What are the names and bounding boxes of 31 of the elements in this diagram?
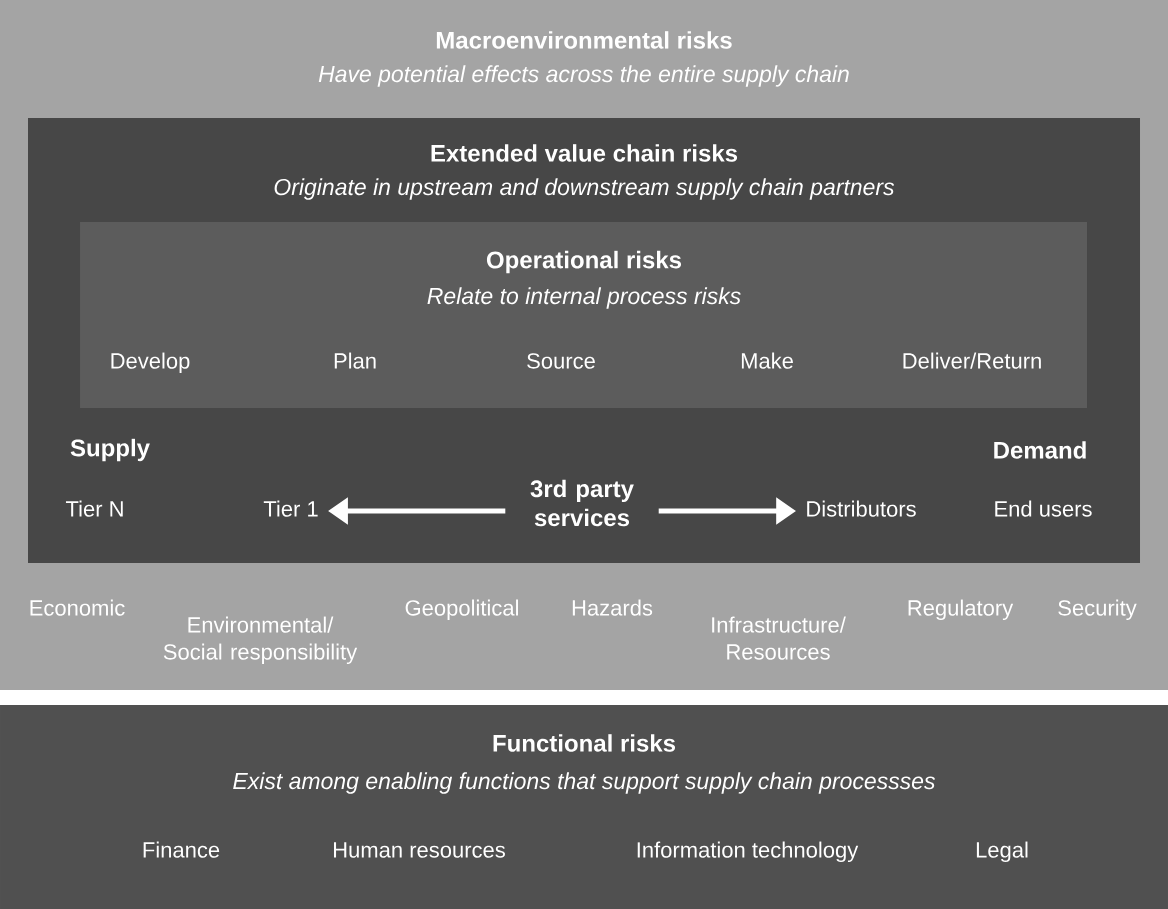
band-heading: Macroenvironmental risks (436, 31, 732, 49)
text-label: Make (741, 352, 793, 369)
text-label: Demand (994, 441, 1086, 459)
text-label: Finance (143, 841, 220, 858)
text-label: Geopolitical (405, 599, 518, 621)
band-subtitle: Originate in upstream and downstream supply chain partners (274, 178, 895, 200)
text-label: Regulatory (908, 599, 1014, 621)
text-label: Hazards (572, 599, 653, 616)
text-label: Security (1058, 599, 1137, 621)
band-heading: Functional risks (493, 734, 676, 752)
text-label: Economic (30, 599, 125, 616)
text-label: Develop (111, 352, 190, 374)
text-label: Plan (334, 352, 376, 369)
text-label: Deliver/Return (903, 352, 1041, 369)
text-label: 3rd party services (530, 479, 634, 527)
text-label: Environmental/ Social responsibility (163, 616, 358, 665)
band-heading: Operational risks (486, 250, 682, 274)
text-label: Tier 1 (263, 500, 318, 517)
band-subtitle: Exist among enabling functions that support supply chain processses (233, 772, 935, 794)
text-label: Human resources (334, 842, 505, 858)
text-label: Source (527, 353, 595, 369)
text-label: Tier N (65, 500, 123, 517)
text-label: Infrastructure/ Resources (712, 616, 846, 660)
text-label: End users (995, 500, 1092, 517)
text-label: Legal (976, 841, 1028, 863)
text-label: Supply (70, 438, 150, 462)
band-heading: Extended value chain risks (431, 144, 738, 162)
text-label: Distributors (807, 500, 916, 517)
band-subtitle: Have potential effects across the entire supply chain (318, 65, 849, 87)
text-label: Information technology (637, 841, 859, 863)
band-subtitle: Relate to internal process risks (427, 287, 741, 309)
